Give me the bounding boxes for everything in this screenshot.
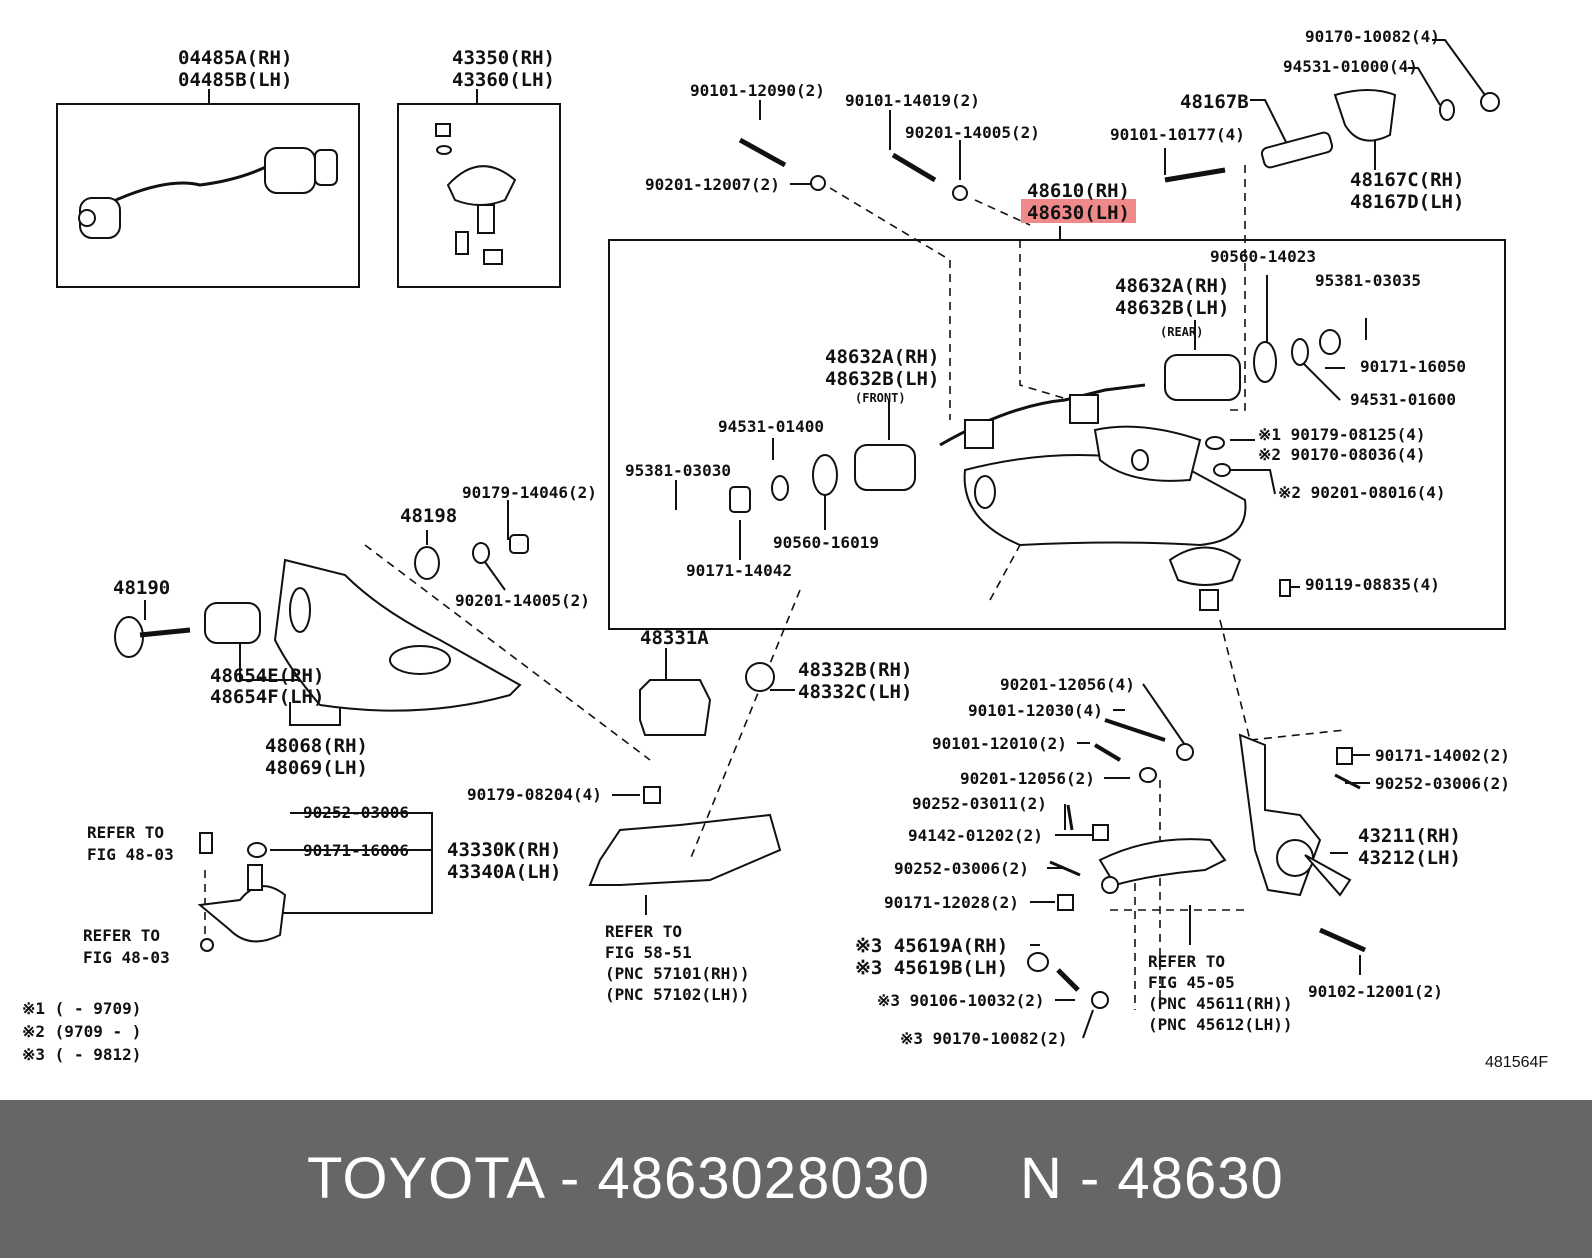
label: 90119-08835(4) xyxy=(1305,575,1440,594)
parts-diagram: 04485A(RH) 04485B(LH) 43350(RH) 43360(LH… xyxy=(22,27,1549,1071)
label: 90101-12090(2) xyxy=(690,81,825,100)
label: 43350(RH) xyxy=(452,47,555,69)
label: 48331A xyxy=(640,627,709,649)
label: 43340A(LH) xyxy=(447,861,561,883)
footer-part-number: TOYOTA - 4863028030 xyxy=(307,1146,931,1211)
label: 90171-14042 xyxy=(686,561,792,580)
label: (PNC 45611(RH)) xyxy=(1148,994,1293,1013)
label: 90101-14019(2) xyxy=(845,91,980,110)
label: REFER TO xyxy=(1148,952,1225,971)
exploded-view-svg: 04485A(RH) 04485B(LH) 43350(RH) 43360(LH… xyxy=(22,27,1548,1071)
label: FIG 58-51 xyxy=(605,943,692,962)
label: 90560-14023 xyxy=(1210,247,1316,266)
footer-bar xyxy=(0,1100,1592,1258)
label: 43360(LH) xyxy=(452,69,555,91)
label: 94531-01600 xyxy=(1350,390,1456,409)
label: 48198 xyxy=(400,505,457,527)
inset-box-left xyxy=(56,103,360,288)
label: 48068(RH) xyxy=(265,735,368,757)
label: 48632A(RH) xyxy=(825,346,939,368)
label: 48632A(RH) xyxy=(1115,275,1229,297)
label: ※3 90106-10032(2) xyxy=(877,991,1045,1010)
label: 48632B(LH) xyxy=(1115,297,1229,319)
label: ※1 ( - 9709) xyxy=(22,999,141,1018)
inset-box-right xyxy=(397,103,561,288)
footer-ref-number: N - 48630 xyxy=(1020,1146,1284,1211)
label: 94142-01202(2) xyxy=(908,826,1043,845)
label: 90171-16006 xyxy=(303,841,409,860)
label: ※1 90179-08125(4) xyxy=(1258,425,1426,444)
label: 48167D(LH) xyxy=(1350,191,1464,213)
label: REFER TO xyxy=(87,823,164,842)
label: 95381-03030 xyxy=(625,461,731,480)
label: 90560-16019 xyxy=(773,533,879,552)
label: 48069(LH) xyxy=(265,757,368,779)
label: 90201-12007(2) xyxy=(645,175,780,194)
label: FIG 48-03 xyxy=(83,948,170,967)
label: 90101-12010(2) xyxy=(932,734,1067,753)
label: 48167C(RH) xyxy=(1350,169,1464,191)
label-48630-highlighted: 48630(LH) xyxy=(1027,202,1130,224)
steering-knuckle-drawing xyxy=(1238,733,1352,897)
label: 43330K(RH) xyxy=(447,839,561,861)
label: 90170-10082(4) xyxy=(1305,27,1440,46)
label: 48332B(RH) xyxy=(798,659,912,681)
label: 90201-14005(2) xyxy=(455,591,590,610)
label: 90252-03006 xyxy=(303,803,409,822)
label: 90171-14002(2) xyxy=(1375,746,1510,765)
label: 94531-01000(4) xyxy=(1283,57,1418,76)
label: 43212(LH) xyxy=(1358,847,1461,869)
label: 90171-16050 xyxy=(1360,357,1466,376)
label: 95381-03035 xyxy=(1315,271,1421,290)
label: FIG 45-05 xyxy=(1148,973,1235,992)
label: 90101-10177(4) xyxy=(1110,125,1245,144)
label: 48167B xyxy=(1180,91,1249,113)
label: 90102-12001(2) xyxy=(1308,982,1443,1001)
label: 90252-03011(2) xyxy=(912,794,1047,813)
label: ※3 ( - 9812) xyxy=(22,1045,141,1064)
label: ※3 90170-10082(2) xyxy=(900,1029,1068,1048)
label: ※2 90201-08016(4) xyxy=(1278,483,1446,502)
idler-arm-drawing xyxy=(78,147,338,239)
label: ※3 45619B(LH) xyxy=(855,957,1008,979)
label: ※3 45619A(RH) xyxy=(855,935,1008,957)
label: (REAR) xyxy=(1160,325,1203,339)
label: 48332C(LH) xyxy=(798,681,912,703)
upper-control-arm-drawing xyxy=(963,425,1247,547)
label: ※2 90170-08036(4) xyxy=(1258,445,1426,464)
label: 04485B(LH) xyxy=(178,69,292,91)
label: 90201-12056(2) xyxy=(960,769,1095,788)
label: 48632B(LH) xyxy=(825,368,939,390)
label: ※2 (9709 - ) xyxy=(22,1022,141,1041)
label: 90201-14005(2) xyxy=(905,123,1040,142)
ball-joint-drawing xyxy=(435,123,517,265)
main-assembly-box xyxy=(608,239,1506,630)
label: 48190 xyxy=(113,577,170,599)
label: (FRONT) xyxy=(855,391,906,405)
label: 90201-12056(4) xyxy=(1000,675,1135,694)
label: 90171-12028(2) xyxy=(884,893,1019,912)
label: 90179-14046(2) xyxy=(462,483,597,502)
label: 04485A(RH) xyxy=(178,47,292,69)
label: 90252-03006(2) xyxy=(894,859,1029,878)
label: REFER TO xyxy=(605,922,682,941)
figure-code: 481564F xyxy=(1485,1054,1548,1071)
label: 94531-01400 xyxy=(718,417,824,436)
label: (PNC 57102(LH)) xyxy=(605,985,750,1004)
label: REFER TO xyxy=(83,926,160,945)
lower-control-arm-drawing xyxy=(273,558,522,712)
label: 90179-08204(4) xyxy=(467,785,602,804)
label: 43211(RH) xyxy=(1358,825,1461,847)
label: FIG 48-03 xyxy=(87,845,174,864)
label: (PNC 45612(LH)) xyxy=(1148,1015,1293,1034)
label: 48654E(RH) xyxy=(210,665,324,687)
label: 48610(RH) xyxy=(1027,180,1130,202)
label: 90101-12030(4) xyxy=(968,701,1103,720)
label: 90252-03006(2) xyxy=(1375,774,1510,793)
part-labels: 04485A(RH) 04485B(LH) 43350(RH) 43360(LH… xyxy=(22,27,1548,1071)
label: (PNC 57101(RH)) xyxy=(605,964,750,983)
highlight-48630 xyxy=(1021,199,1136,223)
label: 48654F(LH) xyxy=(210,686,324,708)
